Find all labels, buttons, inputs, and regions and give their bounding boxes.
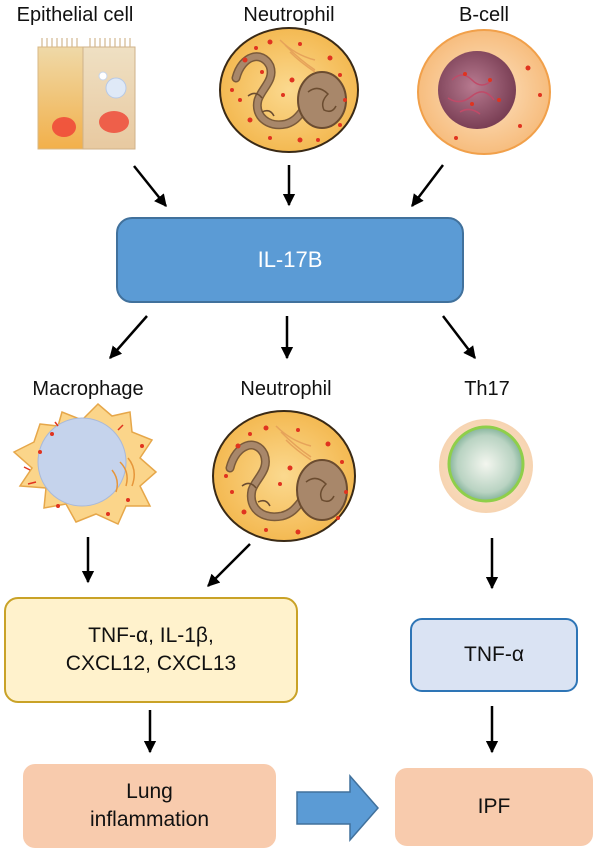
th17-label: Th17 (464, 378, 510, 400)
arrow-bcell-to-il17b (411, 164, 444, 207)
neutrophil-label-middle: Neutrophil (240, 378, 332, 400)
cytokines-line-2: CXCL12, CXCL13 (65, 652, 237, 675)
cytokines-line-1: TNF-α, IL-1β, (88, 623, 214, 647)
lung-inflammation-line-1: Lung (126, 779, 173, 803)
neutrophil-icon (212, 410, 356, 542)
il17b-label: IL-17B (257, 247, 323, 273)
b-cell-icon (417, 29, 551, 155)
neutrophil-icon (219, 27, 359, 153)
arrow-epithelial-to-il17b (133, 165, 167, 207)
ipf-box: IPF (395, 768, 593, 846)
lung-inflammation-box: Lung inflammation (23, 764, 276, 848)
block-arrow-icon (296, 774, 379, 842)
b-cell-label: B-cell (458, 4, 509, 26)
ipf-label: IPF (477, 794, 511, 818)
neutrophil-label-top: Neutrophil (243, 4, 335, 26)
arrow-il17b-to-macrophage (109, 315, 148, 359)
lung-inflammation-line-2: inflammation (89, 808, 210, 831)
epithelial-cell-icon (37, 38, 136, 150)
macrophage-label: Macrophage (32, 378, 144, 400)
arrow-il17b-to-th17 (442, 315, 476, 359)
il17b-box: IL-17B (116, 217, 464, 303)
macrophage-icon (12, 402, 158, 525)
epithelial-cell-label: Epithelial cell (16, 4, 134, 26)
cytokines-box: TNF-α, IL-1β, CXCL12, CXCL13 (4, 597, 298, 703)
tnf-alpha-label: TNF-α (464, 642, 524, 666)
arrow-neutrophil-to-cytokines (207, 543, 251, 587)
th17-cell-icon (439, 419, 533, 513)
tnf-alpha-box: TNF-α (410, 618, 578, 692)
